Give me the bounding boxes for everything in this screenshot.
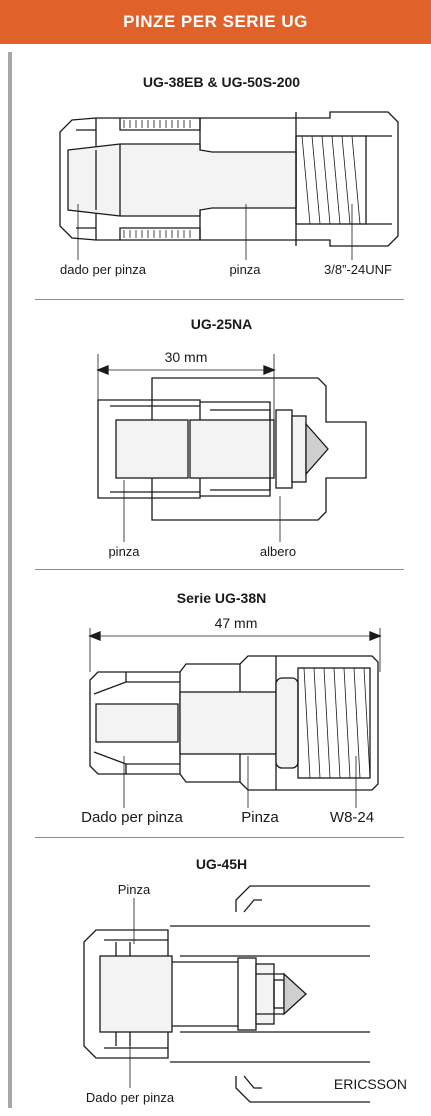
divider-2 [35, 569, 404, 570]
dimension-30mm: 30 mm [165, 349, 208, 365]
diagram-ug38n: 47 mm Dado per pinza Pinza W8-24 [81, 615, 382, 826]
label-albero: albero [260, 544, 296, 559]
section-title-ug38n: Serie UG-38N [176, 590, 267, 606]
label-dado-per-pinza: dado per pinza [60, 262, 147, 277]
section-title-ug38eb: UG-38EB & UG-50S-200 [142, 74, 301, 90]
section-title-ug25na: UG-25NA [190, 316, 253, 332]
label-w8-24: W8-24 [330, 809, 374, 826]
divider-3 [35, 837, 404, 838]
diagram-ug45h: Pinza Dado per pinza [83, 882, 370, 1105]
page-title: PINZE PER SERIE UG [123, 12, 308, 31]
brand-footer: ERICSSON [333, 1076, 407, 1092]
dimension-47mm: 47 mm [215, 615, 258, 631]
divider-1 [35, 299, 404, 300]
label-dado-per-pinza-ug38n: Dado per pinza [81, 809, 183, 826]
label-pinza: pinza [229, 262, 261, 277]
label-thread: 3/8”-24UNF [324, 262, 392, 277]
diagram-ug25na: 30 mm pinza albero [96, 349, 367, 559]
left-margin-rule [8, 52, 12, 1108]
label-dado-per-pinza-ug45h: Dado per pinza [86, 1090, 175, 1105]
page-header: PINZE PER SERIE UG [0, 0, 431, 44]
section-title-ug45h: UG-45H [195, 856, 248, 872]
diagram-ug38eb: dado per pinza pinza 3/8”-24UNF [59, 111, 399, 277]
label-pinza-ug38n: Pinza [241, 809, 279, 826]
label-pinza-ug25na: pinza [108, 544, 140, 559]
label-pinza-ug45h: Pinza [118, 882, 151, 897]
